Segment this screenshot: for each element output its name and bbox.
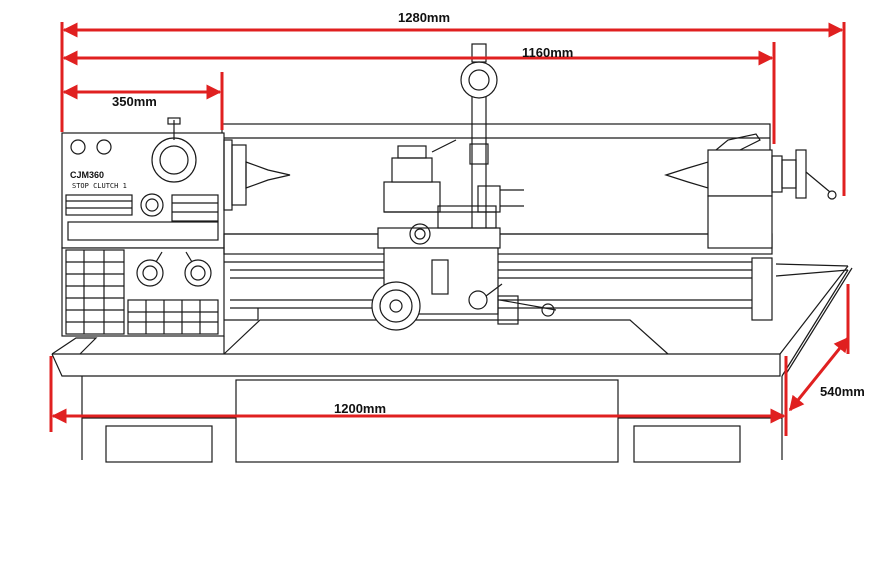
carriage bbox=[371, 223, 557, 331]
lathe-drawing bbox=[51, 43, 853, 463]
handwheel bbox=[371, 281, 421, 331]
tailstock bbox=[664, 133, 837, 249]
tool-post bbox=[383, 139, 497, 229]
label-stand-length: 1200mm bbox=[334, 401, 386, 416]
label-overall-length: 1280mm bbox=[398, 10, 450, 25]
label-center-distance: 1160mm bbox=[522, 45, 573, 60]
headstock bbox=[61, 117, 225, 337]
plate-subtitle: STOP CLUTCH 1 bbox=[72, 182, 127, 190]
chuck bbox=[223, 139, 291, 211]
brand-plate: CJM360 bbox=[70, 170, 104, 180]
end-panel bbox=[751, 257, 773, 321]
dim-line-stand-depth bbox=[788, 336, 850, 412]
label-headstock-length: 350mm bbox=[112, 94, 157, 109]
label-stand-depth: 540mm bbox=[820, 384, 865, 399]
stand bbox=[51, 337, 783, 463]
follow-rest bbox=[460, 43, 524, 228]
dimension-lines bbox=[49, 22, 850, 436]
